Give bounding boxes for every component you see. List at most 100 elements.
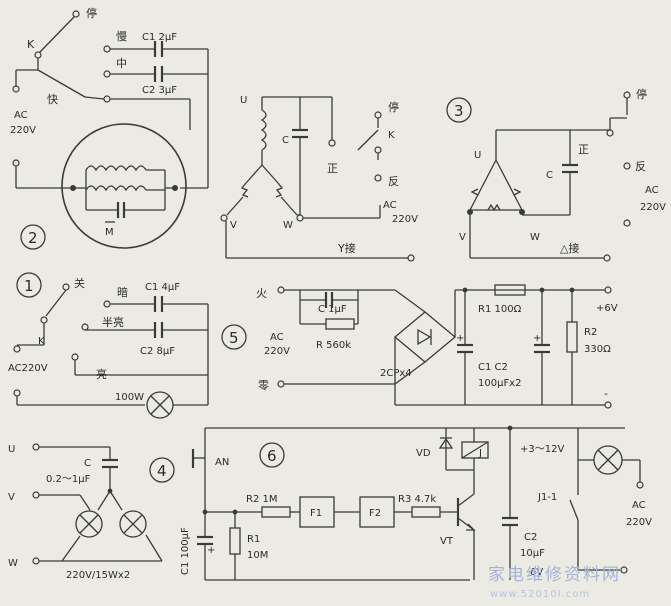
- label-6v: 6V: [530, 567, 543, 578]
- label-num-1: 1: [24, 277, 34, 295]
- label-ac-1: AC: [14, 110, 28, 121]
- label-c1-4uf: C1 4μF: [145, 282, 180, 293]
- label-ac-4: AC: [270, 332, 284, 343]
- label-num-2: 2: [28, 229, 38, 247]
- label-half-bright: 半亮: [102, 315, 124, 329]
- label-r2-val: 330Ω: [584, 344, 611, 355]
- label-c-range: 0.2～1μF: [46, 474, 91, 485]
- svg-text:+: +: [533, 333, 541, 344]
- label-slow: 慢: [116, 30, 127, 43]
- label-u-3: U: [8, 444, 15, 455]
- label-huo: 火: [256, 287, 267, 300]
- label-w-1: W: [283, 220, 293, 231]
- label-220v-3: 220V: [640, 202, 666, 213]
- label-mid: 中: [116, 57, 127, 70]
- circuit-number-1: [16, 272, 42, 298]
- label-r2-1m: R2 1M: [246, 494, 277, 505]
- label-k-3: K: [38, 336, 45, 347]
- label-lamps: 220V/15Wx2: [66, 570, 130, 581]
- watermark-text: 家电维修资料网: [488, 565, 621, 585]
- label-delta-connection: △接: [560, 242, 579, 255]
- label-y-connection: Y接: [337, 242, 356, 255]
- resistor-r1-100: [494, 284, 526, 296]
- label-an-button: AN: [215, 457, 229, 468]
- label-k-2: K: [388, 130, 395, 141]
- label-fan-2: 反: [635, 160, 646, 173]
- label-c-3: C: [84, 458, 91, 469]
- label-2cpx4: 2CPx4: [380, 368, 412, 379]
- circuit-number-2: [20, 224, 46, 250]
- lamp-dimmer-circuit: 1 关 K AC220V 暗 半亮 亮 C1 4μF C2 8μF 100W: [8, 272, 209, 419]
- relay-j: [461, 441, 489, 459]
- label-u-1: U: [240, 95, 247, 106]
- label-plus-6v: +6V: [596, 303, 618, 314]
- label-f1: F1: [310, 508, 322, 519]
- indicator-lamp-2: [119, 510, 147, 538]
- label-liang: 亮: [96, 367, 107, 381]
- label-220v-2: 220V: [392, 214, 418, 225]
- label-c2-3uf: C2 3μF: [142, 85, 177, 96]
- label-c1c2: C1 C2: [478, 362, 508, 373]
- label-r1-100: R1 100Ω: [478, 304, 522, 315]
- label-vd: VD: [416, 448, 431, 459]
- label-u-2: U: [474, 150, 481, 161]
- label-c-2: C: [546, 170, 553, 181]
- svg-text:+: +: [456, 333, 464, 344]
- label-c-1uf: C 1μF: [318, 304, 347, 315]
- circuit-number-4: [149, 457, 175, 483]
- label-ac220v-1: AC220V: [8, 363, 48, 374]
- watermark-url: www.52010I.com: [490, 589, 590, 600]
- label-r1: R1: [247, 534, 260, 545]
- label-c12-val: 100μFx2: [478, 378, 521, 389]
- label-stop-3: 停: [636, 87, 647, 101]
- label-guan: 关: [74, 276, 85, 290]
- svg-text:+: +: [207, 545, 215, 556]
- label-ling: 零: [258, 379, 269, 392]
- label-c1-2uf: C1 2μF: [142, 32, 177, 43]
- resistor-r1-10m: [229, 527, 241, 555]
- label-c-1: C: [282, 135, 289, 146]
- label-k-1: K: [27, 38, 35, 51]
- label-220v-4: 220V: [264, 346, 290, 357]
- label-c1-100uf: C1 100μF: [180, 527, 191, 575]
- label-stop-2: 停: [388, 100, 399, 114]
- label-v-1: V: [230, 220, 237, 231]
- timer-relay-circuit: AN 6 R2 1M F1 F2 R3 4.7k + C1 100μF R1 1…: [180, 425, 652, 581]
- label-ac-2: AC: [383, 200, 397, 211]
- label-fast: 快: [47, 93, 58, 106]
- capacitive-power-supply: 火 C 1μF R 560k 5 AC 220V 零 2CPx4 R1 100Ω: [221, 284, 618, 409]
- label-c2: C2: [524, 532, 537, 543]
- label-num-6: 6: [267, 447, 277, 465]
- label-220v-1: 220V: [10, 125, 36, 136]
- label-j1-1: J1-1: [537, 492, 557, 503]
- bridge-rectifier: [393, 311, 457, 363]
- resistor-r3: [411, 506, 441, 518]
- label-minus: -: [604, 387, 608, 400]
- label-r-560k: R 560k: [316, 340, 351, 351]
- label-stop-1: 停: [86, 6, 97, 20]
- label-w-3: W: [8, 558, 18, 569]
- label-r1-val: 10M: [247, 550, 268, 561]
- resistor-r2-330: [566, 321, 578, 353]
- label-zheng-2: 正: [578, 143, 589, 156]
- label-fan-1: 反: [388, 175, 399, 188]
- label-zheng-1: 正: [327, 162, 338, 175]
- label-num-3: 3: [454, 102, 464, 120]
- label-v-3: V: [8, 492, 15, 503]
- label-v-2: V: [459, 232, 466, 243]
- label-r2: R2: [584, 327, 597, 338]
- y-connection-motor: U V W C 正 停 K 反 AC: [220, 95, 418, 262]
- label-j: J: [478, 448, 482, 459]
- indicator-lamp-1: [75, 510, 103, 538]
- delta-connection-motor: 3 U V W △接 C 正 停 反 AC 220V: [446, 87, 666, 262]
- label-w-2: W: [530, 232, 540, 243]
- label-ac-5: AC: [632, 500, 646, 511]
- label-100w: 100W: [115, 392, 144, 403]
- label-c2-8uf: C2 8μF: [140, 346, 175, 357]
- phase-sequence-circuit: U C 0.2～1μF V W 220V/15Wx2 4: [8, 443, 175, 581]
- label-220v-5: 220V: [626, 517, 652, 528]
- label-f2: F2: [369, 508, 381, 519]
- resistor-r-560k: [325, 318, 355, 330]
- circuit-number-5: [221, 324, 247, 350]
- circuit-number-3: [446, 97, 472, 123]
